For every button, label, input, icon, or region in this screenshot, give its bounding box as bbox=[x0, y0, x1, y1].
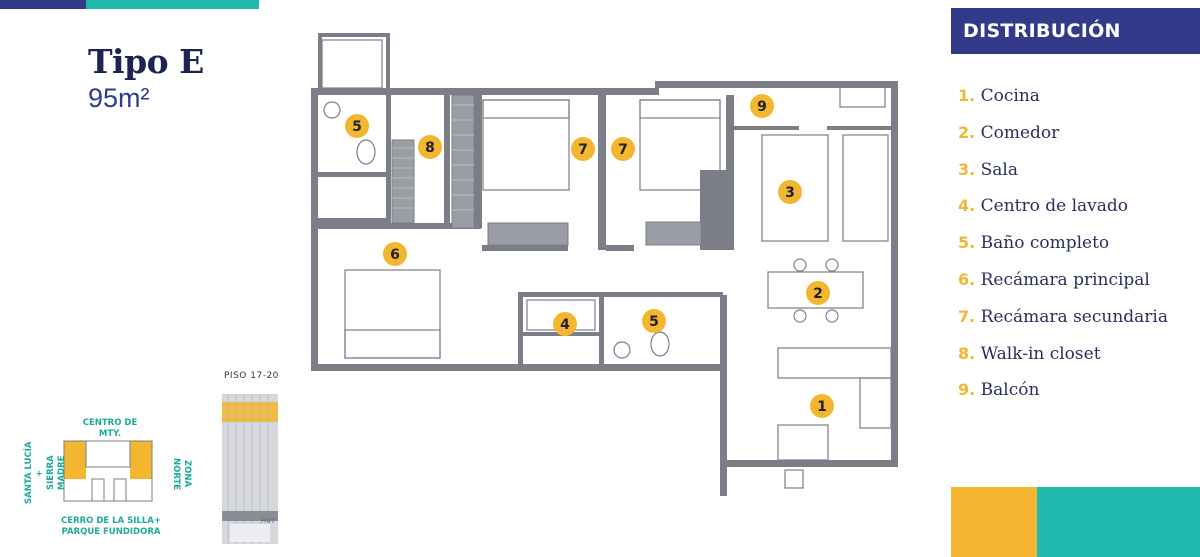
svg-text:9: 9 bbox=[757, 99, 767, 115]
floor-plan: 1 2 3 4 5 5 6 7 7 8 9 bbox=[311, 33, 898, 496]
marker-recamara-principal: 6 bbox=[383, 242, 407, 266]
marker-bano-top: 5 bbox=[345, 114, 369, 138]
legend-list: 1. Cocina 2. Comedor 3. Sala 4. Centro d… bbox=[958, 86, 1168, 417]
svg-text:5: 5 bbox=[352, 119, 362, 135]
legend-label: Baño completo bbox=[980, 233, 1110, 254]
marker-comedor: 2 bbox=[806, 281, 830, 305]
marker-sala: 3 bbox=[778, 180, 802, 204]
svg-text:2: 2 bbox=[813, 286, 823, 302]
unit-type-title: Tipo E bbox=[88, 42, 204, 81]
top-stripe-teal bbox=[86, 0, 259, 9]
legend-num: 4. bbox=[958, 196, 976, 216]
legend-num: 7. bbox=[958, 306, 976, 326]
marker-recamara-sec-1: 7 bbox=[571, 137, 595, 161]
svg-text:6: 6 bbox=[390, 247, 400, 263]
legend-label: Centro de lavado bbox=[980, 196, 1129, 217]
svg-text:1: 1 bbox=[817, 399, 827, 415]
legend-num: 8. bbox=[958, 343, 976, 363]
room-markers: 1 2 3 4 5 5 6 7 7 8 9 bbox=[345, 94, 834, 418]
orientation-map bbox=[63, 440, 153, 502]
legend-label: Comedor bbox=[980, 122, 1060, 143]
top-stripe-navy bbox=[0, 0, 86, 9]
svg-text:H47: H47 bbox=[261, 517, 275, 525]
orientation-west: SANTA LUCÍA +SIERRA MADRE bbox=[24, 438, 68, 508]
orientation-east: ZONA NORTE bbox=[171, 457, 192, 491]
bottom-block-yellow bbox=[951, 487, 1037, 557]
legend-num: 3. bbox=[958, 159, 976, 179]
orientation-south-line2: PARQUE FUNDIDORA bbox=[61, 527, 161, 537]
marker-closet: 8 bbox=[418, 135, 442, 159]
tower-elevation: H47 bbox=[222, 394, 278, 544]
legend-item: 3. Sala bbox=[958, 160, 1168, 197]
legend-num: 5. bbox=[958, 233, 976, 253]
legend-num: 2. bbox=[958, 122, 976, 142]
legend-item: 2. Comedor bbox=[958, 123, 1168, 160]
legend-label: Sala bbox=[980, 159, 1018, 180]
legend-label: Cocina bbox=[980, 86, 1040, 106]
unit-area: 95m² bbox=[88, 83, 150, 113]
marker-recamara-sec-2: 7 bbox=[611, 137, 635, 161]
legend-label: Walk-in closet bbox=[980, 343, 1101, 364]
marker-bano-bottom: 5 bbox=[642, 309, 666, 333]
marker-cocina: 1 bbox=[810, 394, 834, 418]
legend-title: DISTRIBUCIÓN bbox=[951, 8, 1200, 54]
legend-num: 9. bbox=[958, 380, 976, 400]
svg-text:7: 7 bbox=[618, 142, 628, 158]
plan-walls bbox=[311, 33, 898, 496]
orientation-north: CENTRO DE MTY. bbox=[82, 418, 138, 439]
hatch-lines bbox=[392, 104, 474, 211]
orientation-west-line2: SIERRA MADRE bbox=[46, 455, 67, 491]
unit-title-block: Tipo E 95m² bbox=[88, 42, 204, 114]
furniture bbox=[321, 39, 892, 489]
svg-text:8: 8 bbox=[425, 140, 435, 156]
legend-label: Recámara secundaria bbox=[980, 306, 1168, 327]
legend-item: 8. Walk-in closet bbox=[958, 344, 1168, 381]
svg-text:4: 4 bbox=[560, 317, 570, 333]
orientation-south: CERRO DE LA SILLA+PARQUE FUNDIDORA bbox=[56, 516, 166, 538]
legend-num: 1. bbox=[958, 86, 976, 105]
legend-label: Balcón bbox=[980, 380, 1040, 401]
svg-text:7: 7 bbox=[578, 142, 588, 158]
legend-item: 7. Recámara secundaria bbox=[958, 307, 1168, 344]
bottom-block-teal bbox=[1037, 487, 1200, 557]
legend-item: 6. Recámara principal bbox=[958, 270, 1168, 307]
legend-item: 4. Centro de lavado bbox=[958, 196, 1168, 233]
marker-lavado: 4 bbox=[553, 312, 577, 336]
legend-item: 9. Balcón bbox=[958, 380, 1168, 417]
floor-label: PISO 17-20 bbox=[224, 371, 279, 381]
legend-item: 1. Cocina bbox=[958, 86, 1168, 123]
legend-label: Recámara principal bbox=[980, 269, 1150, 290]
marker-balcon: 9 bbox=[750, 94, 774, 118]
orientation-west-line1: SANTA LUCÍA + bbox=[24, 441, 45, 505]
orientation-south-line1: CERRO DE LA SILLA+ bbox=[61, 516, 161, 526]
svg-text:3: 3 bbox=[785, 185, 795, 201]
legend-num: 6. bbox=[958, 269, 976, 289]
svg-text:5: 5 bbox=[649, 314, 659, 330]
legend-item: 5. Baño completo bbox=[958, 233, 1168, 270]
